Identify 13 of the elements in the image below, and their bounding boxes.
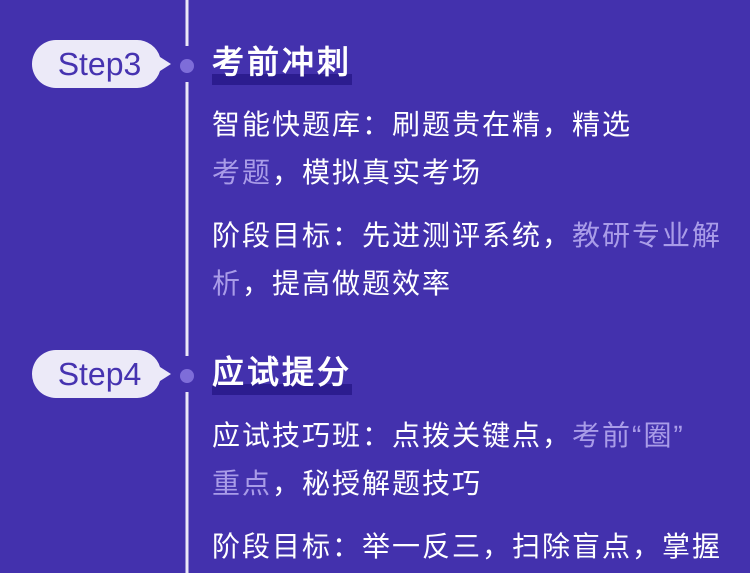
step-badge: Step4 [32, 350, 172, 398]
timeline-dot [180, 369, 194, 383]
step-title: 应试提分 [212, 354, 352, 395]
description-text: 阶段目标：先进测评系统，教研专业解析，提高做题效率 [212, 219, 723, 301]
timeline-line [186, 0, 188, 46]
step-title: 考前冲刺 [212, 44, 352, 85]
step-badge: Step3 [32, 40, 172, 88]
timeline-dot [180, 59, 194, 73]
timeline-line [186, 82, 188, 356]
description-text: 应试技巧班：点拨关键点，考前“圈”重点，秘授解题技巧 [212, 419, 686, 501]
description-text: 智能快题库：刷题贵在精，精选考题，模拟真实考场 [212, 108, 633, 190]
description-text: 阶段目标：举一反三，扫除盲点，掌握 [212, 530, 723, 564]
timeline-line [186, 392, 188, 573]
